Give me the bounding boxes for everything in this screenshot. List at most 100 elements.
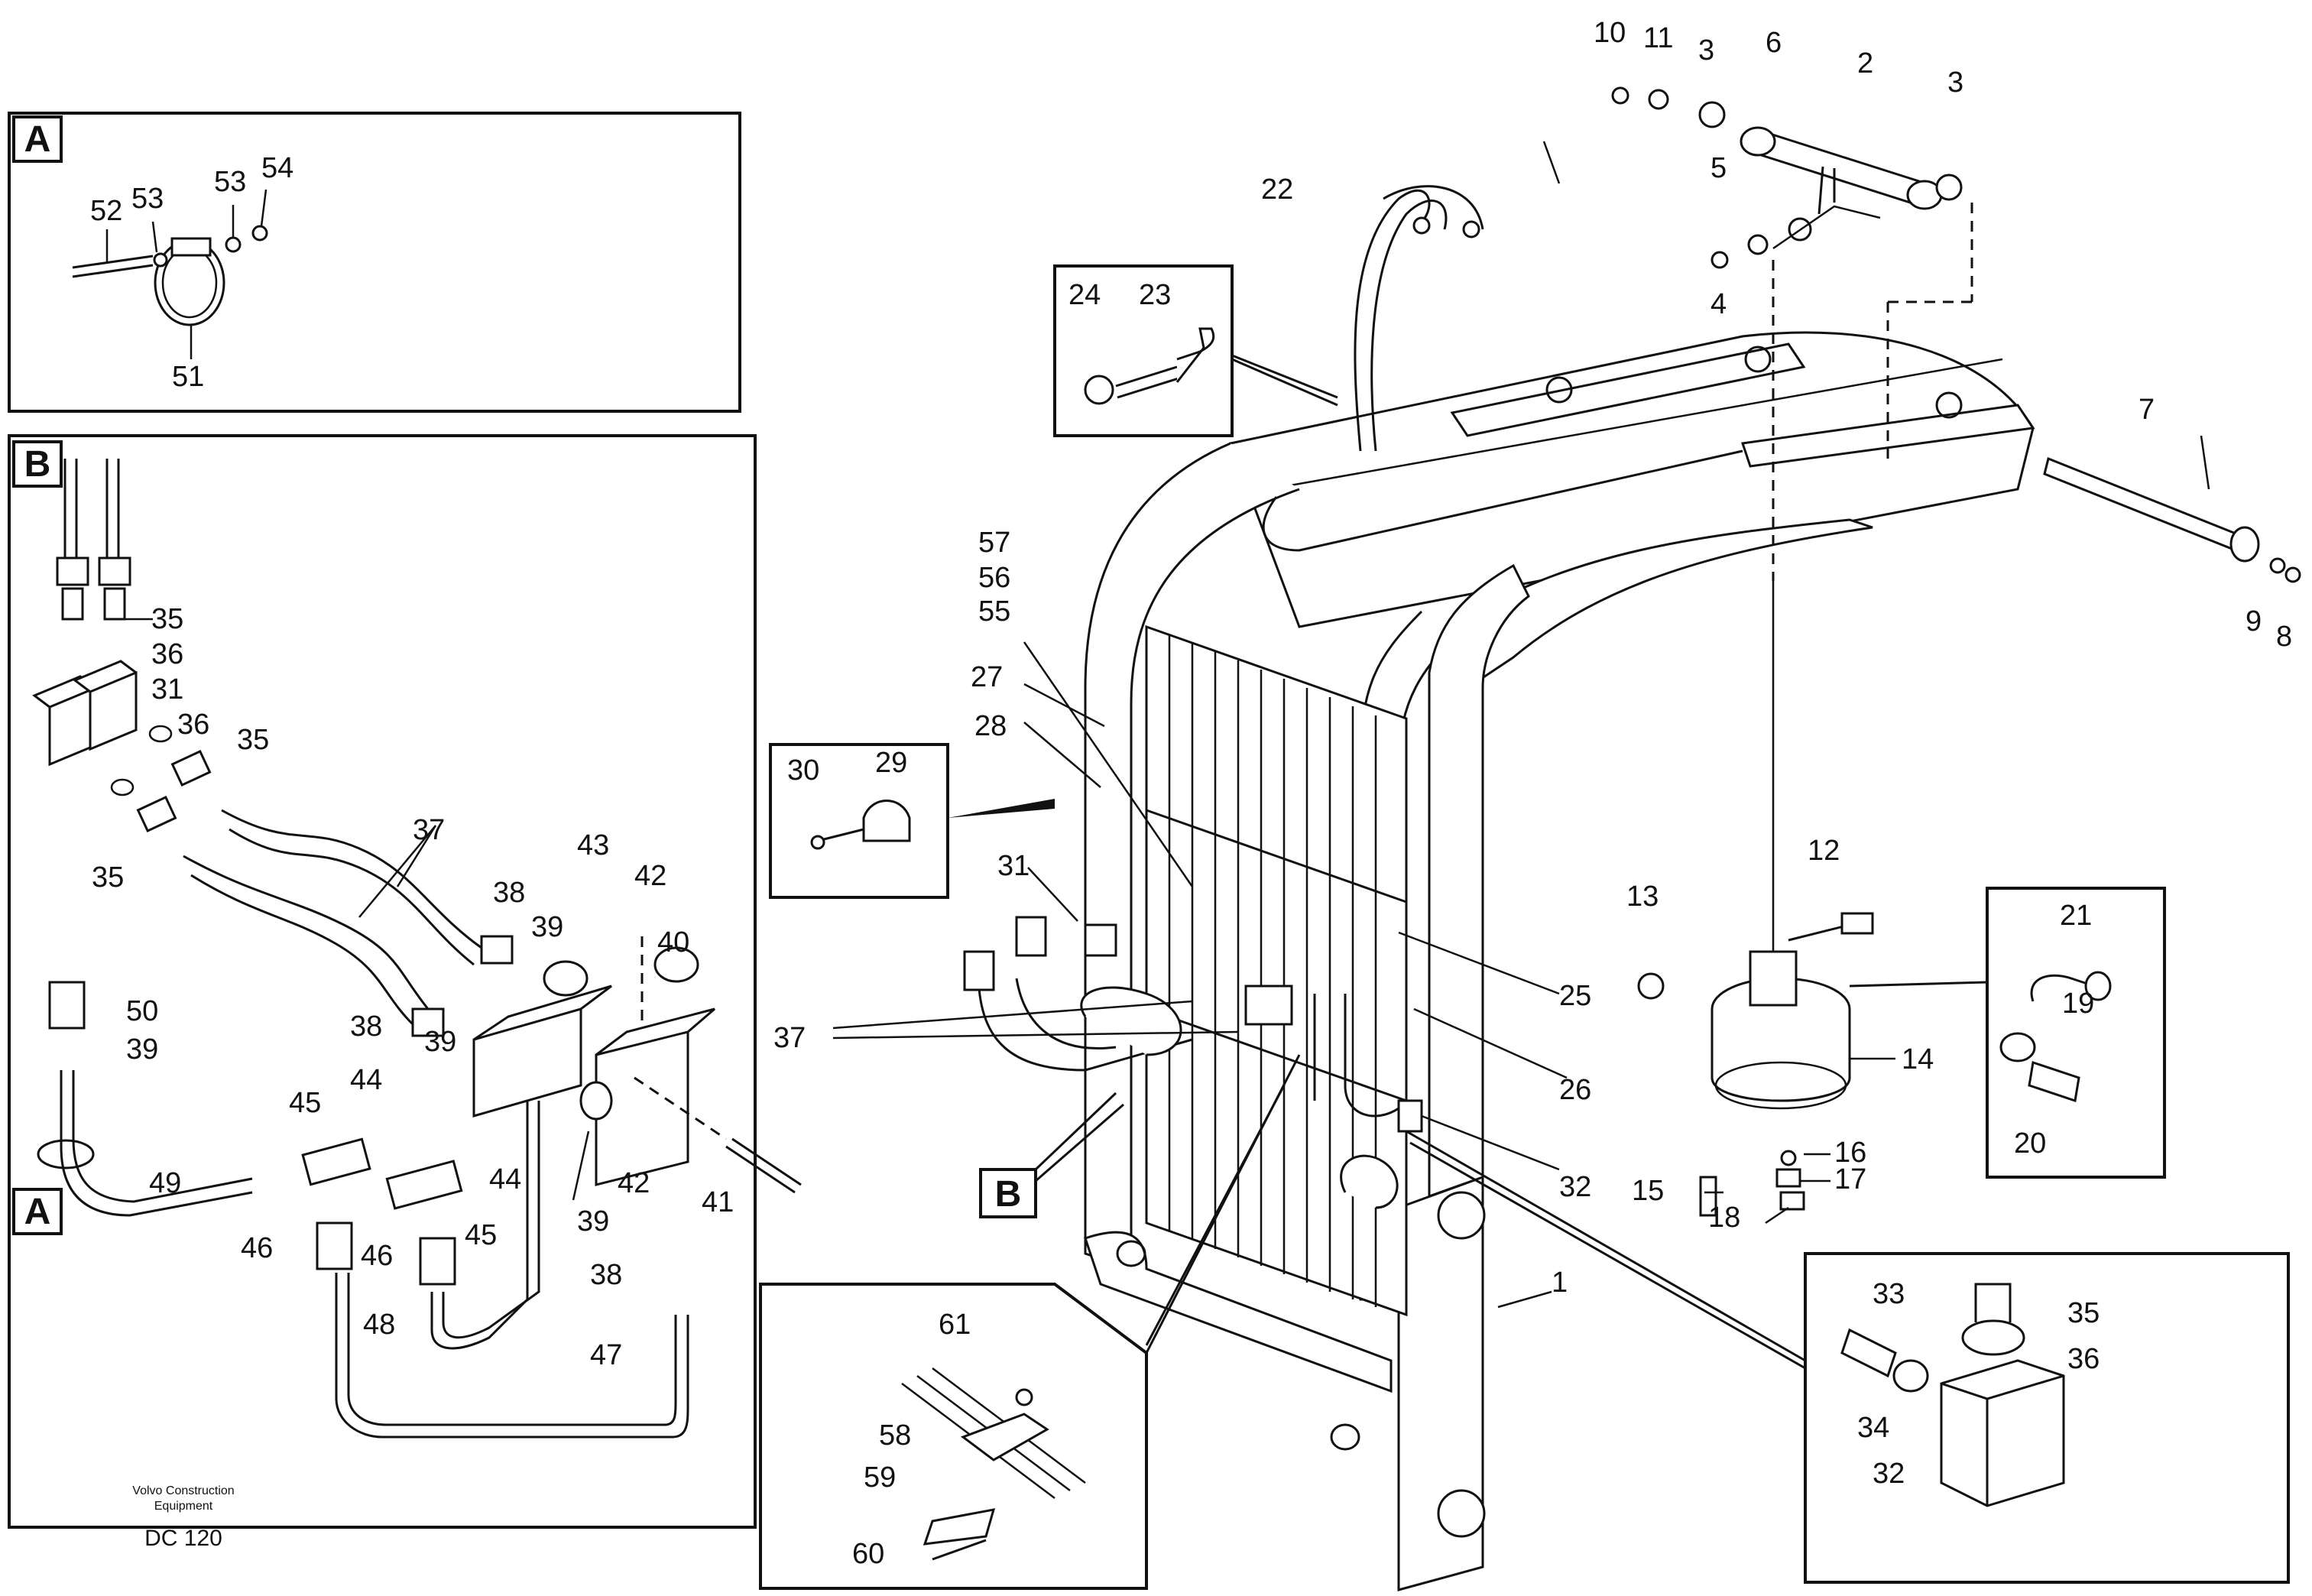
callout-39: 39	[531, 911, 563, 943]
callout-36: 36	[2067, 1343, 2100, 1375]
callout-7: 7	[2139, 394, 2155, 426]
inset-sensor-block	[1406, 1130, 2290, 1584]
callout-13: 13	[1626, 881, 1659, 913]
callout-14: 14	[1902, 1043, 1934, 1075]
callout-31: 31	[151, 673, 183, 706]
callout-29: 29	[875, 747, 907, 779]
callout-46: 46	[241, 1232, 273, 1264]
callout-31: 31	[997, 850, 1030, 882]
inset-fittings-19-21	[1849, 887, 2166, 1179]
callout-40: 40	[657, 926, 689, 959]
callout-43: 43	[577, 829, 609, 861]
callout-51: 51	[172, 361, 204, 393]
callout-57: 57	[978, 527, 1010, 559]
inset-clip	[769, 743, 1055, 899]
callout-18: 18	[1708, 1202, 1740, 1234]
callout-36: 36	[151, 638, 183, 670]
callout-61: 61	[939, 1309, 971, 1341]
callout-42: 42	[618, 1167, 650, 1199]
callout-25: 25	[1559, 980, 1591, 1012]
callout-55: 55	[978, 595, 1010, 628]
inset-bracket	[759, 1054, 1301, 1590]
callout-30: 30	[787, 754, 819, 787]
callout-19: 19	[2062, 988, 2094, 1020]
callout-21: 21	[2060, 900, 2092, 932]
callout-32: 32	[1873, 1458, 1905, 1490]
callout-39: 39	[577, 1205, 609, 1238]
callout-24: 24	[1068, 279, 1101, 311]
callout-3: 3	[1947, 66, 1963, 99]
inset-panel-a: A	[8, 112, 741, 413]
callout-56: 56	[978, 562, 1010, 594]
callout-26: 26	[1559, 1074, 1591, 1106]
callout-35: 35	[92, 861, 124, 894]
callout-58: 58	[879, 1419, 911, 1452]
callout-2: 2	[1857, 47, 1873, 79]
callout-28: 28	[974, 710, 1007, 742]
callout-5: 5	[1710, 152, 1727, 184]
callout-48: 48	[363, 1309, 395, 1341]
callout-37: 37	[773, 1022, 806, 1054]
callout-10: 10	[1594, 17, 1626, 49]
callout-47: 47	[590, 1339, 622, 1371]
callout-41: 41	[702, 1186, 734, 1218]
callout-1: 1	[1552, 1267, 1568, 1299]
callout-23: 23	[1139, 279, 1171, 311]
callout-35: 35	[151, 603, 183, 635]
panel-b-label: B	[24, 444, 51, 485]
callout-39: 39	[126, 1033, 158, 1066]
callout-6: 6	[1766, 27, 1782, 59]
callout-3: 3	[1698, 34, 1714, 66]
callout-38: 38	[590, 1259, 622, 1291]
callout-46: 46	[361, 1240, 393, 1272]
callout-39: 39	[424, 1026, 456, 1058]
callout-27: 27	[971, 661, 1003, 693]
callout-11: 11	[1643, 22, 1673, 54]
callout-60: 60	[852, 1538, 884, 1570]
engine-mount	[1637, 581, 1874, 1217]
callout-34: 34	[1857, 1412, 1889, 1444]
radiator-assembly	[832, 86, 2301, 1591]
callout-37: 37	[413, 814, 445, 846]
callout-53: 53	[214, 166, 246, 198]
callout-52: 52	[90, 195, 122, 227]
callout-38: 38	[493, 877, 525, 909]
callout-22: 22	[1261, 174, 1293, 206]
callout-44: 44	[489, 1163, 521, 1195]
callout-35: 35	[237, 724, 269, 756]
callout-35: 35	[2067, 1297, 2100, 1329]
callout-53: 53	[131, 183, 164, 215]
callout-36: 36	[177, 709, 209, 741]
callout-42: 42	[634, 860, 666, 892]
callout-9: 9	[2246, 605, 2262, 637]
footer-company-line2: Equipment	[154, 1500, 213, 1513]
panel-a-ref: A	[24, 1192, 51, 1232]
callout-8: 8	[2276, 621, 2292, 653]
footer-company-line1: Volvo Construction	[132, 1484, 234, 1497]
panel-b-ref: B	[995, 1174, 1022, 1215]
callout-59: 59	[864, 1461, 896, 1494]
callout-20: 20	[2014, 1127, 2046, 1160]
callout-38: 38	[350, 1010, 382, 1043]
callout-33: 33	[1873, 1278, 1905, 1310]
callout-54: 54	[261, 152, 293, 184]
callout-45: 45	[289, 1087, 321, 1119]
radiator-core	[1145, 624, 1408, 1317]
panel-a-label: A	[24, 119, 51, 160]
callout-44: 44	[350, 1064, 382, 1096]
callout-45: 45	[465, 1219, 497, 1251]
callout-16: 16	[1834, 1137, 1866, 1169]
callout-12: 12	[1808, 835, 1840, 867]
callout-15: 15	[1632, 1175, 1664, 1207]
callout-32: 32	[1559, 1171, 1591, 1203]
callout-4: 4	[1710, 288, 1727, 320]
footer-code: DC 120	[144, 1526, 222, 1551]
inset-elbow-fitting	[1053, 264, 1338, 437]
hose-clamp	[72, 225, 268, 326]
panel-b-ref-box	[979, 1168, 1037, 1218]
callout-50: 50	[126, 995, 158, 1027]
inset-panel-b: B	[8, 434, 802, 1529]
callout-17: 17	[1834, 1163, 1866, 1195]
callout-49: 49	[149, 1167, 181, 1199]
